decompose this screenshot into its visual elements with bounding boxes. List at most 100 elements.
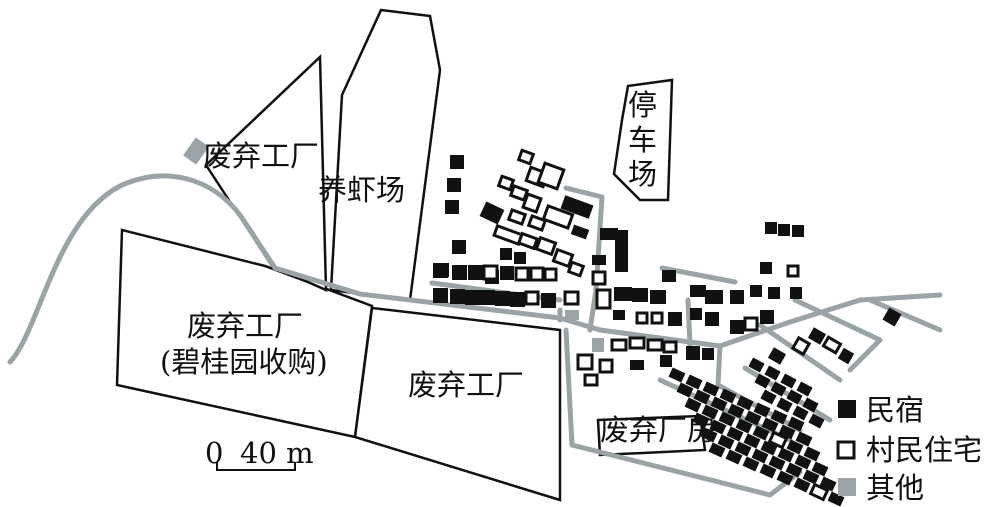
homestay-building [827,491,845,507]
homestay-building [668,312,682,326]
homestay-building [776,397,793,413]
homestay-building [776,470,794,486]
homestay-building [730,320,744,334]
homestay-building [786,389,803,405]
residence-building [635,311,649,325]
residence-building [646,338,664,352]
plot-abandoned-workshop [596,414,707,457]
homestay-building [753,402,771,418]
plot-abandoned-factory-middle [353,306,562,502]
buildings [433,148,902,507]
homestay-building [660,355,672,367]
residence-building [583,373,599,387]
homestay-building [760,389,777,405]
label-abandoned-workshop: 废弃厂房 [600,413,716,447]
homestay-building [718,411,736,427]
homestay-building [735,418,753,434]
homestay-building [768,287,780,299]
homestay-building [765,222,777,234]
residence-building [628,336,646,350]
legend-swatch-residence [836,440,856,460]
homestay-building [465,290,480,305]
homestay-building [479,201,505,225]
label-abandoned-factory-top: 废弃工厂 [203,139,319,173]
homestay-building [676,382,694,398]
homestay-building [510,292,525,307]
homestay-building [794,454,812,470]
residence-building [551,247,575,269]
residence-building [536,161,566,191]
homestay-building [693,389,711,405]
homestay-building [882,307,902,327]
legend-label-residence: 村民住宅 [866,433,982,467]
residence-building [790,335,812,357]
label-parking-2: 车 [628,123,657,157]
homestay-building [450,289,465,304]
plot-shrimp-farm [329,8,442,302]
residence-building [610,338,628,352]
homestay-building [541,293,556,308]
scale-value: 40 m [240,436,314,470]
homestay-building [615,230,628,272]
homestay-building [768,455,786,471]
homestay-building [727,403,745,419]
plot-parking-lot [612,78,674,202]
homestay-building [802,469,820,485]
homestay-building [500,248,512,260]
homestay-building [592,255,606,265]
residence-building [516,231,540,251]
homestay-building [705,290,723,304]
homestay-building [709,419,727,435]
residence-building [563,290,580,306]
legend-label-homestay: 民宿 [866,393,924,427]
residence-building [541,204,575,230]
homestay-building [759,463,777,479]
homestay-building [725,449,743,465]
other-marker [592,338,604,352]
homestay-building [778,224,790,236]
homestay-building [495,291,510,306]
homestay-building [785,462,803,478]
homestay-building [736,395,754,411]
residence-building [767,430,789,450]
legend: 民宿 村民住宅 其他 [836,393,982,505]
label-shrimp-farm: 养虾场 [318,173,405,207]
homestay-building [796,381,813,397]
homestay-building [686,346,700,360]
homestay-building [837,347,855,365]
residence-building [808,482,830,502]
homestay-building [500,266,514,280]
label-abandoned-factory-left: 废弃工厂 [187,309,303,343]
residence-building [521,192,543,214]
homestay-building [778,424,796,440]
homestay-building [570,224,590,240]
legend-swatch-other [838,478,856,496]
homestay-building [803,446,821,462]
homestay-building [685,374,703,390]
homestay-building [777,447,795,463]
homestay-building [793,477,811,493]
label-abandoned-factory-middle: 废弃工厂 [408,368,524,402]
label-abandoned-factory-left-note: (碧桂园收购) [160,345,328,379]
homestay-building [811,461,829,477]
homestay-building [701,404,719,420]
residence-building [496,174,516,192]
homestay-building [480,290,495,305]
homestay-building [770,409,788,425]
homestay-building [433,263,448,278]
homestay-building [452,240,466,254]
homestay-building [807,327,827,345]
label-parking-3: 场 [628,157,657,191]
residence-building [508,183,530,203]
homestay-building [752,425,770,441]
homestay-building [445,200,459,214]
homestay-building [684,397,702,413]
homestay-building [808,413,825,429]
residence-building [743,316,759,332]
homestay-building [433,288,448,303]
homestay-building [744,410,762,426]
label-parking-1: 停 [628,88,657,122]
homestay-building [760,310,774,324]
homestay-building [767,347,787,365]
